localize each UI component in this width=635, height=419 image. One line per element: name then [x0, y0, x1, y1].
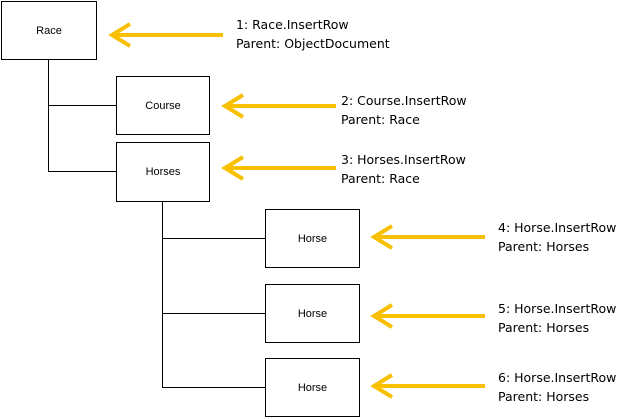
- annotation-horses: 3: Horses.InsertRow Parent: Race: [341, 150, 466, 188]
- node-horses-label: Horses: [145, 166, 181, 178]
- annotation-race-line2: Parent: ObjectDocument: [236, 36, 390, 51]
- arrow-left-icon: [221, 155, 336, 181]
- arrow-left-icon: [370, 303, 485, 329]
- annotation-race-line1: 1: Race.InsertRow: [236, 17, 349, 32]
- node-horse-1: Horse: [265, 209, 360, 268]
- node-horse-3-label: Horse: [297, 381, 328, 394]
- annotation-horse-2: 5: Horse.InsertRow Parent: Horses: [498, 299, 616, 337]
- node-race: Race: [1, 1, 97, 60]
- annotation-horse-1: 4: Horse.InsertRow Parent: Horses: [498, 218, 616, 256]
- arrow-left-icon: [370, 224, 485, 250]
- arrow-left-icon: [370, 373, 485, 399]
- annotation-horses-line1: 3: Horses.InsertRow: [341, 152, 466, 167]
- annotation-race: 1: Race.InsertRow Parent: ObjectDocument: [236, 15, 390, 53]
- node-horse-2: Horse: [265, 284, 360, 343]
- node-horse-1-label: Horse: [297, 232, 328, 245]
- annotation-course-line2: Parent: Race: [341, 112, 420, 127]
- node-race-label: Race: [36, 24, 62, 37]
- annotation-horse-2-line2: Parent: Horses: [498, 320, 590, 335]
- annotation-horses-line2: Parent: Race: [341, 171, 420, 186]
- annotation-horse-3-line2: Parent: Horses: [498, 389, 590, 404]
- annotation-horse-2-line1: 5: Horse.InsertRow: [498, 301, 617, 316]
- arrow-left-icon: [108, 22, 223, 48]
- node-course: Course: [116, 76, 210, 135]
- annotation-horse-3: 6: Horse.InsertRow Parent: Horses: [498, 368, 616, 406]
- annotation-horse-1-line1: 4: Horse.InsertRow: [498, 220, 617, 235]
- arrow-left-icon: [221, 93, 336, 119]
- node-course-label: Course: [145, 99, 181, 112]
- node-horse-3: Horse: [265, 358, 360, 417]
- annotation-course: 2: Course.InsertRow Parent: Race: [341, 91, 467, 129]
- node-horses: Horses: [116, 142, 210, 202]
- node-horse-2-label: Horse: [297, 307, 328, 320]
- annotation-horse-3-line1: 6: Horse.InsertRow: [498, 370, 617, 385]
- annotation-course-line1: 2: Course.InsertRow: [341, 93, 467, 108]
- annotation-horse-1-line2: Parent: Horses: [498, 239, 590, 254]
